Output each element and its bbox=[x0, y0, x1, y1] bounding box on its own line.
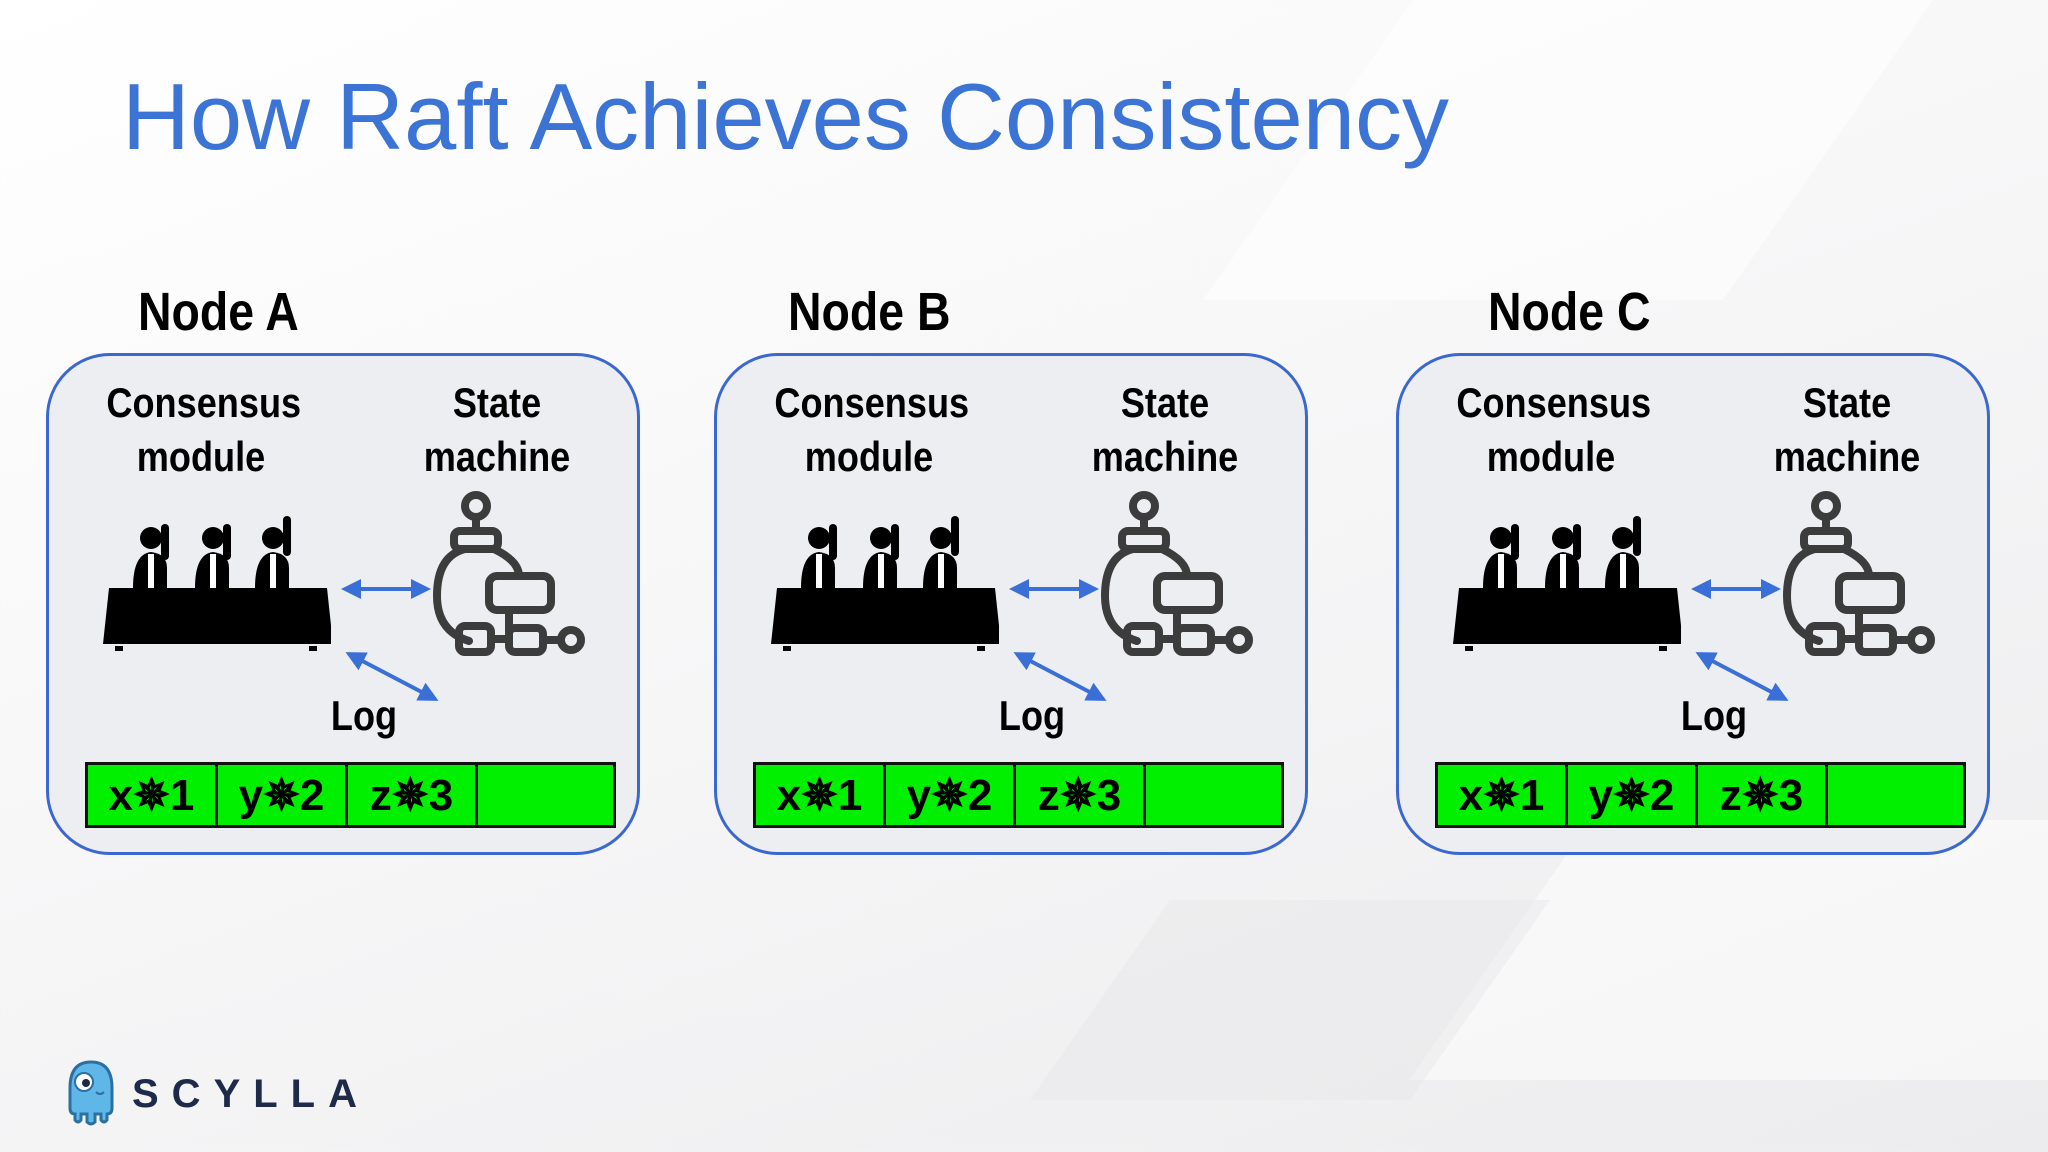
double-headed-arrow-icon bbox=[1013, 652, 1107, 701]
consensus-module-label: Consensus module bbox=[106, 379, 302, 480]
council-voting-icon bbox=[1453, 516, 1681, 651]
double-headed-arrow-icon bbox=[345, 652, 439, 701]
council-voting-icon bbox=[771, 516, 999, 651]
node-b: Node B Consensus module State machine bbox=[714, 280, 1388, 860]
node-name: Node C bbox=[1488, 282, 1651, 342]
arrows-layer bbox=[341, 491, 585, 701]
log-row: x✵1 y✵2 z✵3 bbox=[1435, 762, 1966, 828]
state-machine-label: State machine bbox=[1773, 379, 1921, 480]
node-c: Node C Consensus module State machine bbox=[1396, 280, 2048, 860]
node-card: Consensus module State machine bbox=[1396, 353, 1990, 855]
node-name: Node B bbox=[788, 282, 951, 342]
arrows-layer bbox=[1691, 491, 1935, 701]
log-entry: y✵2 bbox=[886, 765, 1016, 825]
slide-title: How Raft Achieves Consistency bbox=[122, 64, 1450, 169]
log-row: x✵1 y✵2 z✵3 bbox=[753, 762, 1284, 828]
log-entry: y✵2 bbox=[1568, 765, 1698, 825]
node-card: Consensus module State machine bbox=[714, 353, 1308, 855]
double-headed-arrow-icon bbox=[1695, 652, 1789, 701]
log-entry-empty bbox=[478, 765, 613, 825]
log-entry: x✵1 bbox=[756, 765, 886, 825]
node-name: Node A bbox=[138, 282, 299, 342]
log-entry-empty bbox=[1828, 765, 1963, 825]
log-entry: z✵3 bbox=[1698, 765, 1828, 825]
log-entry: z✵3 bbox=[1016, 765, 1146, 825]
scylla-monster-icon bbox=[68, 1060, 114, 1126]
log-entry: x✵1 bbox=[88, 765, 218, 825]
log-row: x✵1 y✵2 z✵3 bbox=[85, 762, 616, 828]
log-entry: z✵3 bbox=[348, 765, 478, 825]
log-entry-empty bbox=[1146, 765, 1281, 825]
robot-flowchart-icon bbox=[1783, 491, 1935, 656]
scylla-logo-text: SCYLLA bbox=[132, 1072, 370, 1116]
robot-flowchart-icon bbox=[1101, 491, 1253, 656]
consensus-module-label: Consensus module bbox=[774, 379, 970, 480]
log-label: Log bbox=[1680, 692, 1748, 739]
node-a: Node A Consensus module State machine bbox=[46, 280, 738, 860]
state-machine-label: State machine bbox=[423, 379, 571, 480]
node-card: Consensus module State machine bbox=[46, 353, 640, 855]
arrows-layer bbox=[1009, 491, 1253, 701]
log-label: Log bbox=[330, 692, 398, 739]
log-entry: x✵1 bbox=[1438, 765, 1568, 825]
log-label: Log bbox=[998, 692, 1066, 739]
state-machine-label: State machine bbox=[1091, 379, 1239, 480]
log-entry: y✵2 bbox=[218, 765, 348, 825]
consensus-module-label: Consensus module bbox=[1456, 379, 1652, 480]
council-voting-icon bbox=[103, 516, 331, 651]
